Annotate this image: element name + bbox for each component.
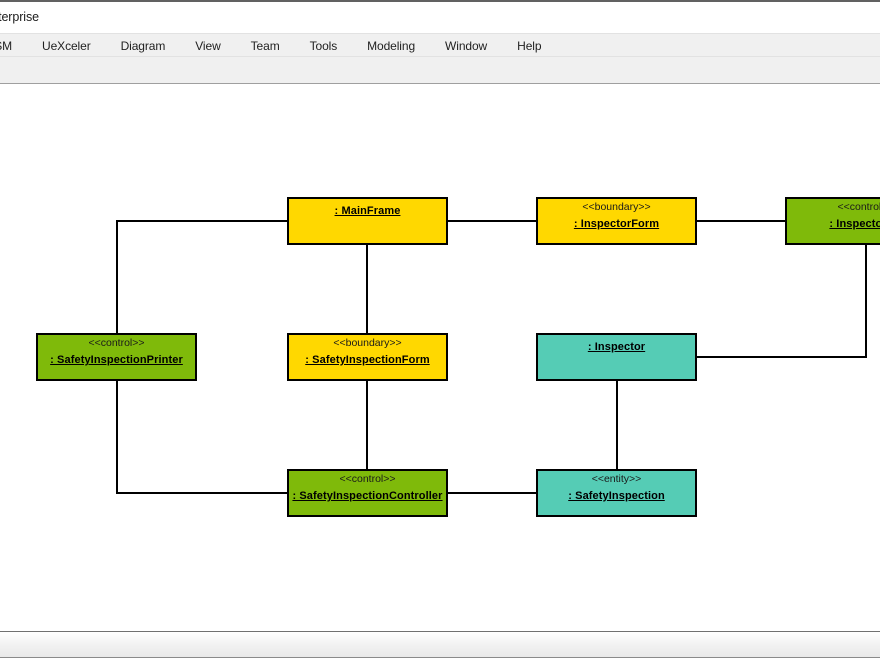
node-instance-name: : SafetyInspectionController [292,490,443,502]
node-instance-name: : InspectorCo [829,218,880,230]
node-instance-name: : MainFrame [334,205,401,217]
connector-inspectorcontroller-to-inspector[interactable] [697,245,867,358]
menu-bar: TSM UeXceler Diagram View Team Tools Mod… [0,33,880,57]
node-stereotype: <<control>> [837,201,880,213]
diagram-canvas[interactable]: : MainFrame<<boundary>>: InspectorForm<<… [0,84,880,631]
menu-item-modeling[interactable]: Modeling [367,39,416,53]
node-stereotype: <<control>> [339,473,396,485]
diagram-node-safetyinspectionprinter[interactable]: <<control>> : SafetyInspectionPrinter [36,333,197,381]
diagram-node-safetyinspection[interactable]: <<entity>> : SafetyInspection [536,469,697,517]
menu-item-team[interactable]: Team [250,39,280,53]
diagram-node-mainframe[interactable]: : MainFrame [287,197,448,245]
node-instance-name: : SafetyInspectionPrinter [50,354,183,366]
node-stereotype: <<control>> [88,337,145,349]
menu-item-help[interactable]: Help [517,39,542,53]
connector-layer [116,220,867,494]
window-title: radigm Enterprise [0,10,39,24]
diagram-node-inspector[interactable]: : Inspector [536,333,697,381]
connector-safetyinspectionprinter-to-safetyinspectioncontroller[interactable] [116,381,287,494]
menu-item-window[interactable]: Window [445,39,488,53]
toolbar-strip [0,57,880,84]
node-stereotype: <<boundary>> [582,201,651,213]
node-instance-name: : Inspector [587,341,646,353]
diagram-node-inspectorcontroller[interactable]: <<control>> : InspectorCo [785,197,880,245]
menu-item-tsm[interactable]: TSM [0,39,13,53]
node-instance-name: : InspectorForm [573,218,660,230]
menu-item-view[interactable]: View [195,39,221,53]
diagram-node-safetyinspectioncontroller[interactable]: <<control>> : SafetyInspectionController [287,469,448,517]
menu-item-tools[interactable]: Tools [309,39,338,53]
node-instance-name: : SafetyInspection [568,490,665,502]
status-bar [0,631,880,658]
toolbar-divider [0,83,880,84]
node-instance-name: : SafetyInspectionForm [305,354,430,366]
diagram-node-safetyinspectionform[interactable]: <<boundary>> : SafetyInspectionForm [287,333,448,381]
diagram-node-inspectorform[interactable]: <<boundary>> : InspectorForm [536,197,697,245]
menu-item-diagram[interactable]: Diagram [120,39,166,53]
menu-items: TSM UeXceler Diagram View Team Tools Mod… [0,34,556,58]
node-stereotype: <<entity>> [591,473,642,485]
node-stereotype: <<boundary>> [333,337,402,349]
connector-mainframe-to-safetyinspectionprinter[interactable] [116,220,287,333]
title-bar: radigm Enterprise [0,4,880,33]
menu-item-uexceler[interactable]: UeXceler [42,39,91,53]
